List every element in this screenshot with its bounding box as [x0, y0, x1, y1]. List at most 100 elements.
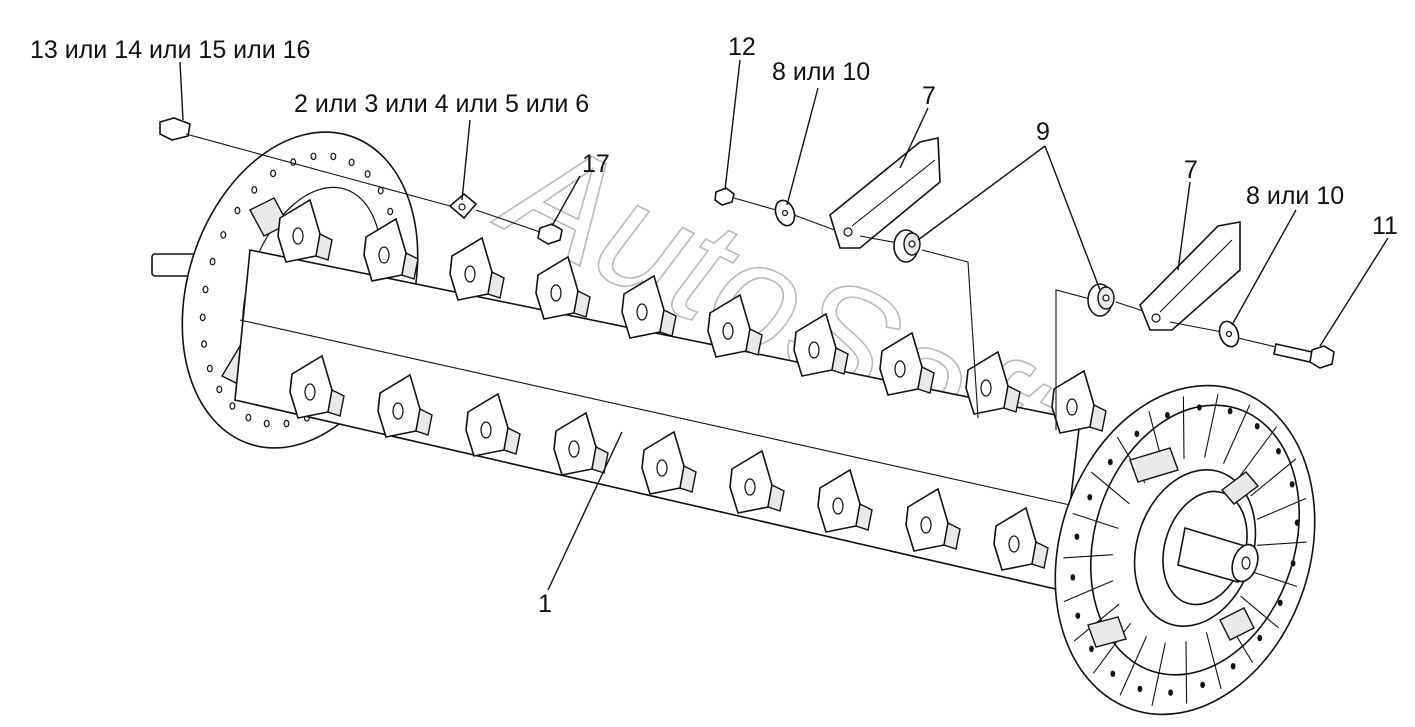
callout-8-or-10-right: 8 или 10: [1246, 182, 1344, 210]
drum-lug: [289, 354, 345, 419]
flange-hole: [206, 364, 213, 373]
right-flange-holes: [1070, 404, 1300, 696]
flange-hole: [1089, 645, 1094, 652]
flange-rib: [1072, 512, 1119, 529]
flange-hole: [310, 152, 317, 161]
flange-rib: [1205, 632, 1222, 690]
drum-lug: [817, 468, 873, 533]
flange-hole: [209, 257, 216, 266]
drum-lug: [535, 255, 591, 320]
flange-hole: [1075, 612, 1081, 619]
drum-lug: [793, 312, 849, 377]
flange-hole: [364, 170, 371, 178]
flange-rib: [1151, 642, 1166, 706]
flange-hole: [1074, 533, 1080, 540]
small-nut: [714, 187, 777, 211]
flange-hole: [1165, 411, 1170, 419]
flange-hole: [290, 158, 297, 166]
flange-hole: [348, 158, 355, 167]
flange-hole: [1137, 685, 1143, 693]
flange-hole: [1257, 634, 1263, 642]
flange-hole: [263, 419, 270, 428]
flange-hole: [270, 169, 277, 178]
flange-hole: [377, 186, 384, 195]
knife-b: [1139, 221, 1241, 333]
flange-hole: [1277, 599, 1283, 606]
flange-rib: [1204, 394, 1219, 458]
flange-hole: [1110, 670, 1116, 677]
flange-rib: [1251, 571, 1298, 588]
flange-rib: [1090, 471, 1130, 505]
drum-lug: [993, 506, 1049, 571]
drum-lug: [377, 373, 433, 438]
right-shaft: [1177, 526, 1259, 584]
drum-lug: [707, 293, 763, 358]
flange-hole: [220, 231, 227, 239]
drum-lug: [277, 198, 333, 263]
left-bolt: [159, 117, 363, 183]
flange-rib: [1182, 396, 1185, 459]
flange-hole: [283, 419, 290, 428]
callout-11: 11: [1372, 212, 1398, 240]
flange-hole: [1294, 519, 1300, 526]
flange-rib: [1257, 541, 1307, 546]
flange-hole: [1290, 560, 1296, 567]
drum-lug: [363, 217, 419, 282]
drum-lug: [553, 411, 609, 476]
flange-hole: [234, 206, 241, 215]
left-nut: [537, 223, 563, 245]
flange-hole: [251, 186, 258, 194]
callout-12: 12: [728, 33, 756, 61]
round-washer-b: [1218, 320, 1281, 349]
callout-8-or-10-upper: 8 или 10: [772, 58, 870, 86]
flange-hole: [1276, 448, 1281, 455]
flange-hole: [1107, 458, 1113, 466]
callout-7-right: 7: [1184, 156, 1198, 184]
spacer-a: [893, 229, 979, 419]
drum-lug: [641, 430, 697, 495]
flange-rib: [1250, 458, 1297, 497]
flange-rib: [1063, 580, 1114, 603]
callout-9: 9: [1036, 118, 1050, 146]
flange-hole: [245, 413, 252, 422]
flange-rib: [1185, 641, 1188, 704]
drum-lug: [1051, 369, 1107, 434]
flange-hole: [202, 285, 209, 294]
flange-hole: [1197, 404, 1202, 411]
flange-hole: [1200, 681, 1205, 689]
flange-hole: [1289, 481, 1295, 488]
flange-hole: [1168, 689, 1173, 696]
drum-lug: [905, 487, 961, 552]
callout-1: 1: [538, 590, 552, 618]
spacer-b: [1055, 283, 1147, 430]
flange-hole: [1230, 663, 1236, 670]
callout-labels: 13 или 14 или 15 или 16 2 или 3 или 4 ил…: [30, 33, 1398, 618]
flange-hole: [1134, 430, 1140, 437]
drum-lug: [879, 331, 935, 396]
flange-hole: [199, 313, 206, 322]
knife-a: [829, 137, 941, 249]
flange-rib: [1119, 636, 1148, 696]
flange-hole: [229, 402, 236, 410]
flange-hole: [1254, 423, 1260, 430]
flange-rib: [1092, 622, 1132, 674]
flange-rib: [1256, 497, 1307, 520]
flange-hole: [216, 385, 223, 394]
flange-hole: [1087, 494, 1093, 501]
flange-rib: [1063, 554, 1113, 559]
drum-lug: [621, 274, 677, 339]
flange-rib: [1238, 426, 1278, 478]
flange-rib: [1240, 595, 1280, 629]
square-washer: [361, 181, 541, 233]
round-washer-a: [774, 199, 841, 233]
long-bolt: [1273, 343, 1335, 369]
flange-hole: [1227, 407, 1233, 415]
flange-hole: [1070, 574, 1076, 581]
callout-2-3-4-5-6: 2 или 3 или 4 или 5 или 6: [294, 90, 589, 118]
drum-lug: [729, 449, 785, 514]
flange-hole: [330, 152, 337, 161]
drum-lug: [449, 236, 505, 301]
flange-rib: [1222, 404, 1251, 464]
drum-lug: [465, 392, 521, 457]
